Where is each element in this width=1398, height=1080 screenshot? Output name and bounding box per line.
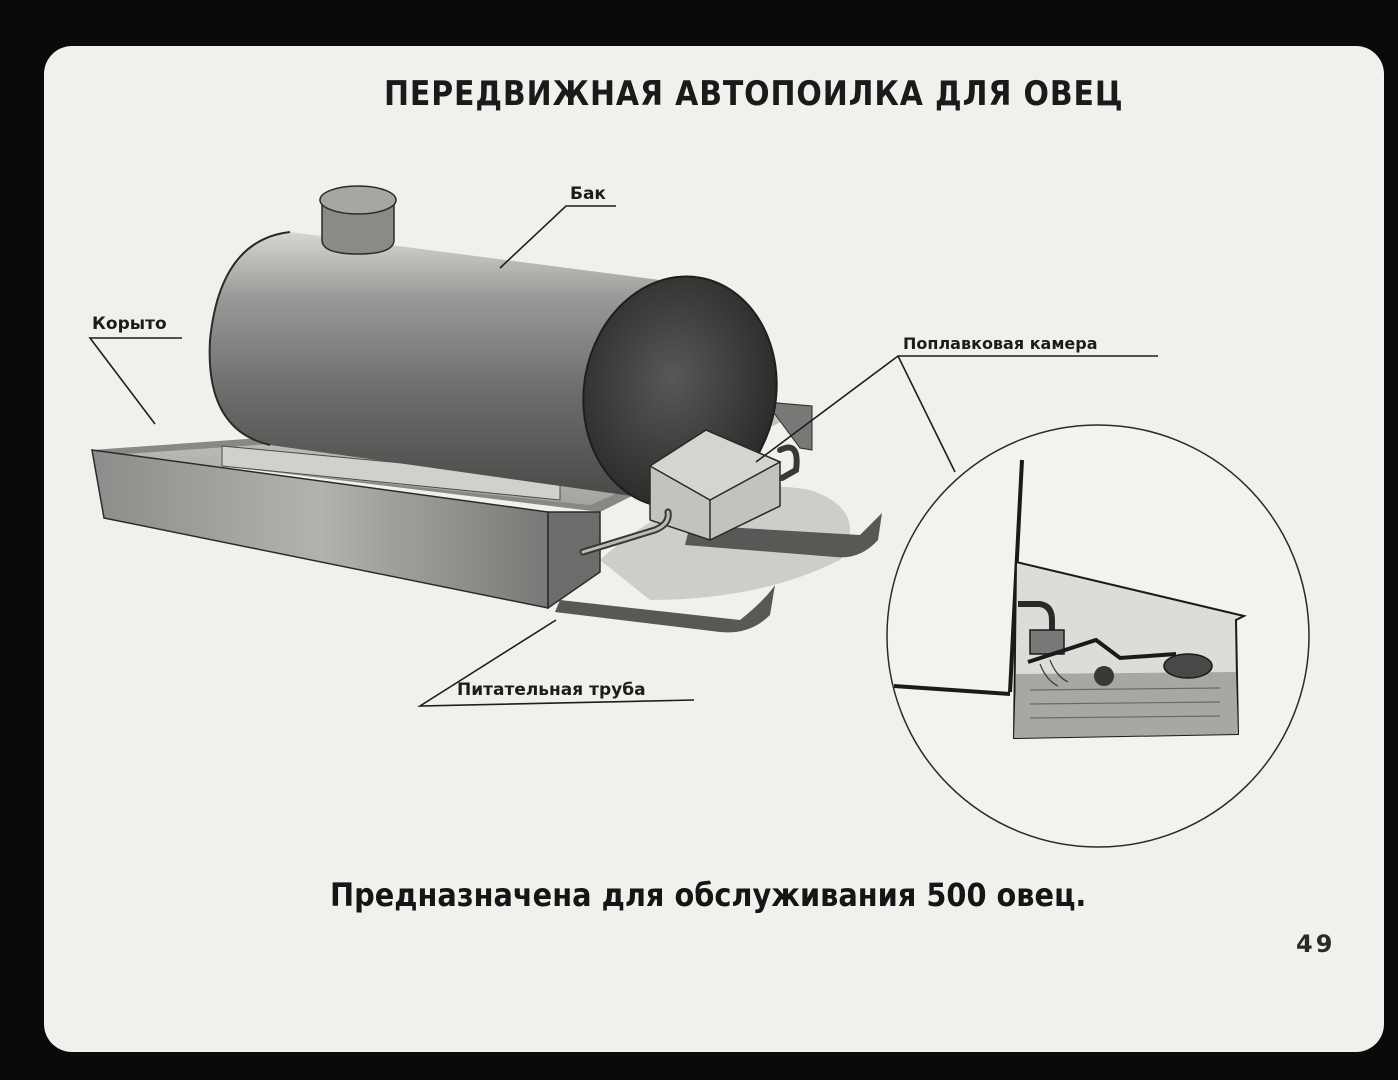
filler-cap <box>319 185 397 255</box>
slide-title: ПЕРЕДВИЖНАЯ АВТОПОИЛКА ДЛЯ ОВЕЦ <box>384 74 1124 114</box>
feed-pipe <box>579 444 800 556</box>
slide-caption: Предназначена для обслуживания 500 овец. <box>330 876 1087 914</box>
runners <box>555 513 882 633</box>
leader-lines <box>88 205 1158 707</box>
float-chamber-detail <box>886 424 1310 848</box>
label-trough: Корыто <box>92 314 167 334</box>
label-tank: Бак <box>570 184 606 204</box>
page-number: 49 <box>1296 930 1336 958</box>
label-float-chamber: Поплавковая камера <box>903 334 1098 353</box>
label-feed-pipe: Питательная труба <box>457 680 646 700</box>
float-chamber-box <box>648 429 782 541</box>
